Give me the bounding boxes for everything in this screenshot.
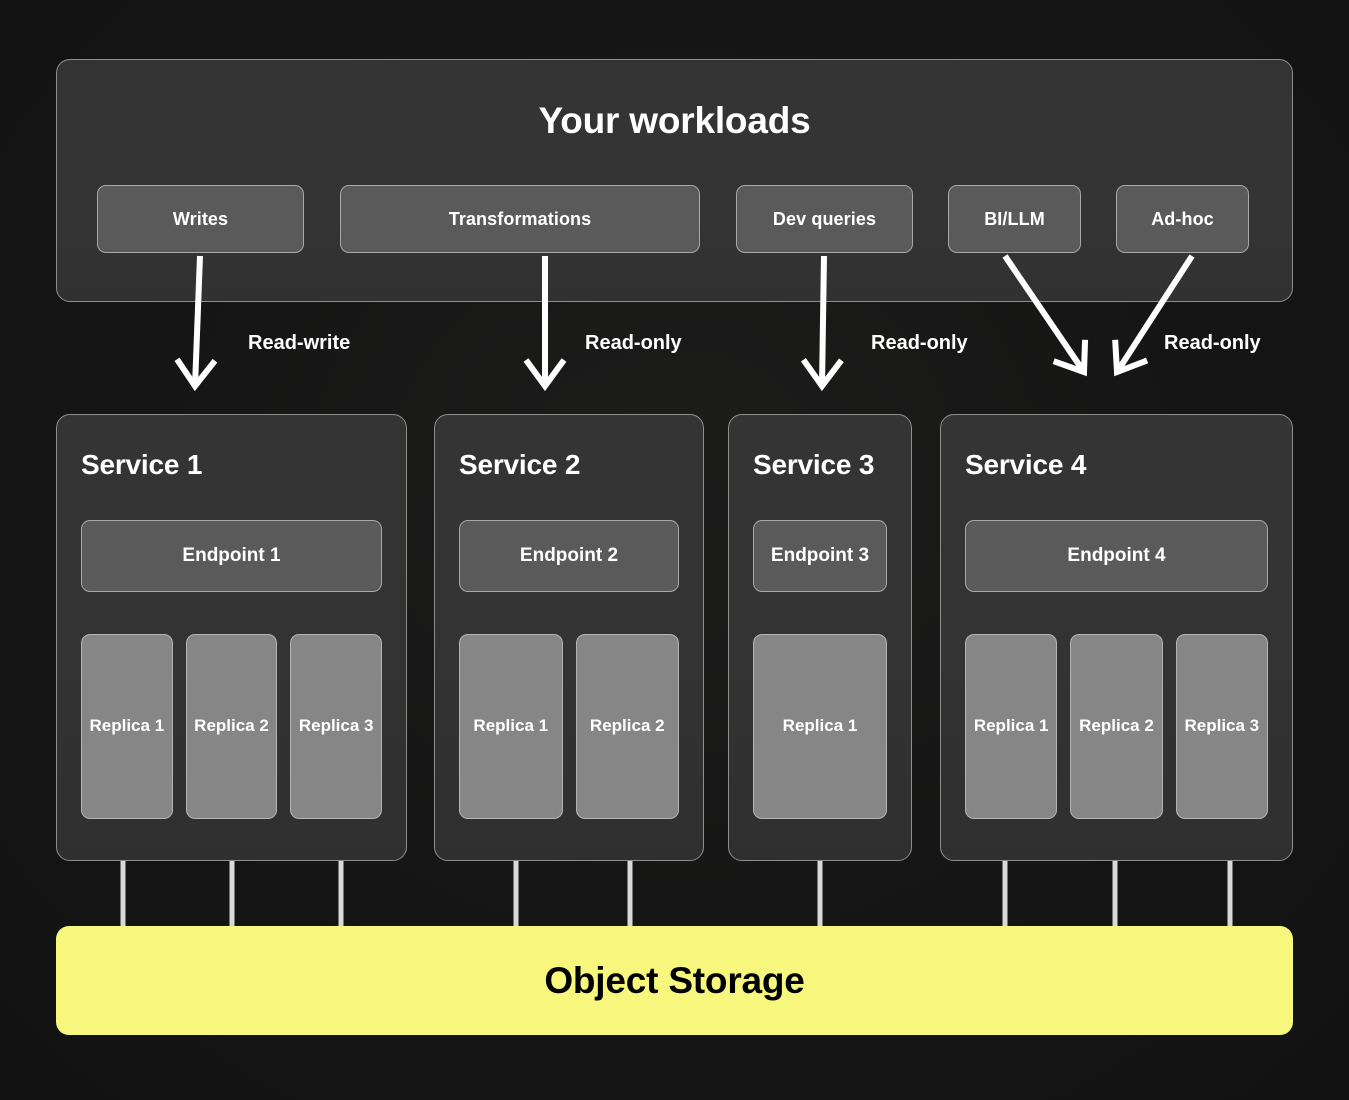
workload-chip-transformations[interactable]: Transformations xyxy=(340,185,700,253)
replica-label: Replica 2 xyxy=(1079,716,1154,736)
replica-row: Replica 1 xyxy=(753,634,887,819)
object-storage-label: Object Storage xyxy=(544,959,805,1001)
workload-chip-label: Dev queries xyxy=(772,208,877,229)
replica-box[interactable]: Replica 1 xyxy=(81,634,173,819)
workload-chip-label: Ad-hoc xyxy=(1151,208,1214,229)
workloads-panel: Your workloads xyxy=(56,59,1293,302)
workload-chip-dev-queries[interactable]: Dev queries xyxy=(736,185,913,253)
service-panel-2: Service 2 Endpoint 2 Replica 1 Replica 2 xyxy=(434,414,704,861)
flow-label: Read-only xyxy=(1164,332,1261,354)
replica-box[interactable]: Replica 1 xyxy=(459,634,563,819)
flow-label: Read-write xyxy=(248,332,351,354)
replica-label: Replica 2 xyxy=(194,716,269,736)
workload-chip-label: Transformations xyxy=(448,208,592,229)
replica-box[interactable]: Replica 3 xyxy=(1175,634,1268,819)
service-title: Service 1 xyxy=(81,449,203,480)
endpoint-box[interactable]: Endpoint 1 xyxy=(81,520,382,592)
replica-label: Replica 3 xyxy=(298,716,374,736)
replica-box[interactable]: Replica 2 xyxy=(575,634,679,819)
replica-row: Replica 1 Replica 2 Replica 3 xyxy=(81,634,383,819)
replica-label: Replica 3 xyxy=(1184,716,1260,736)
replica-label: Replica 1 xyxy=(89,716,165,736)
endpoint-box[interactable]: Endpoint 3 xyxy=(753,520,887,592)
endpoint-label: Endpoint 2 xyxy=(519,545,619,566)
service-title: Service 2 xyxy=(459,449,581,480)
replica-label: Replica 1 xyxy=(973,716,1049,736)
replica-row: Replica 1 Replica 2 Replica 3 xyxy=(965,634,1268,819)
flow-label: Read-only xyxy=(585,332,682,354)
replica-box[interactable]: Replica 2 xyxy=(185,634,278,819)
object-storage-bar: Object Storage xyxy=(56,926,1293,1035)
endpoint-label: Endpoint 3 xyxy=(770,545,870,566)
replica-box[interactable]: Replica 2 xyxy=(1070,634,1163,819)
replica-box[interactable]: Replica 3 xyxy=(290,634,383,819)
replica-label: Replica 1 xyxy=(782,716,858,736)
replica-row: Replica 1 Replica 2 xyxy=(459,634,679,819)
service-panel-3: Service 3 Endpoint 3 Replica 1 xyxy=(728,414,912,861)
workload-chip-bi-llm[interactable]: BI/LLM xyxy=(948,185,1081,253)
workload-chip-writes[interactable]: Writes xyxy=(97,185,304,253)
replica-label: Replica 2 xyxy=(589,716,665,736)
replica-label: Replica 1 xyxy=(473,716,549,736)
workload-chip-label: Writes xyxy=(172,208,229,229)
workload-chip-label: BI/LLM xyxy=(984,208,1045,229)
endpoint-box[interactable]: Endpoint 4 xyxy=(965,520,1268,592)
service-title: Service 3 xyxy=(753,449,875,480)
workloads-title: Your workloads xyxy=(538,100,811,141)
replica-box[interactable]: Replica 1 xyxy=(753,634,887,819)
endpoint-box[interactable]: Endpoint 2 xyxy=(459,520,679,592)
flow-label: Read-only xyxy=(871,332,968,354)
endpoint-label: Endpoint 1 xyxy=(182,545,281,566)
service-title: Service 4 xyxy=(965,449,1087,480)
endpoint-label: Endpoint 4 xyxy=(1067,545,1166,566)
workload-chip-ad-hoc[interactable]: Ad-hoc xyxy=(1116,185,1249,253)
replica-box[interactable]: Replica 1 xyxy=(965,634,1058,819)
